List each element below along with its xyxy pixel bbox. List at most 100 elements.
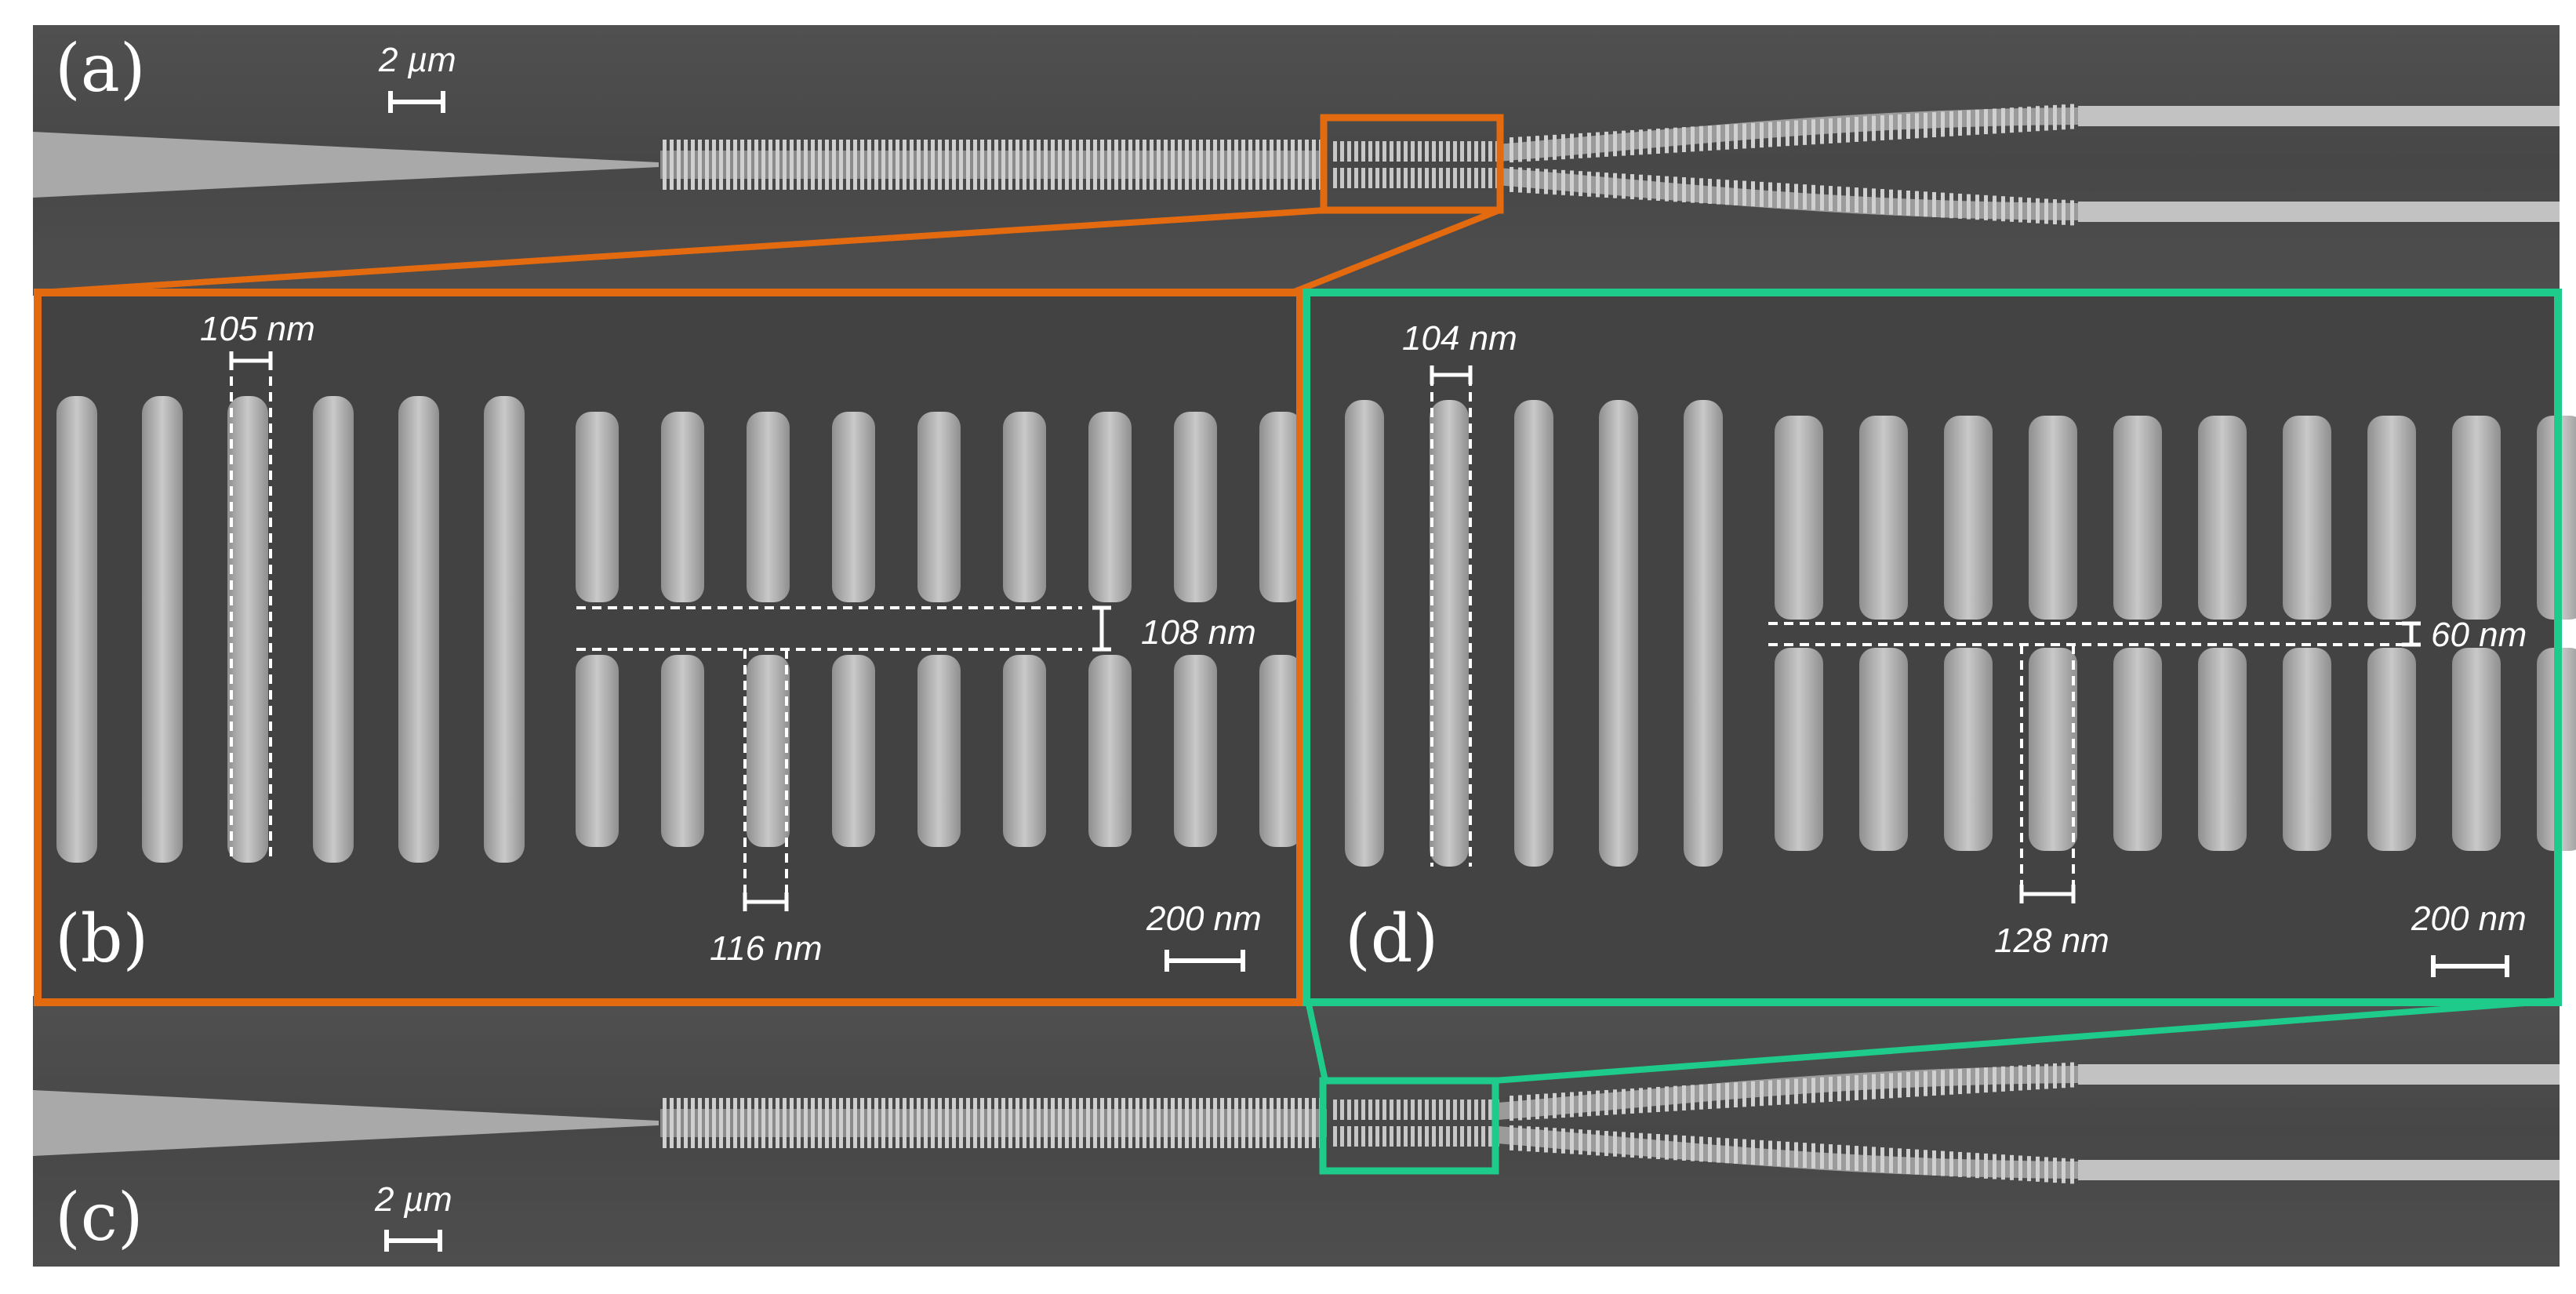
panel-d-lower-bar [1775, 648, 1823, 851]
panel-c-branch-tooth [1648, 1133, 1651, 1159]
panel-c-branch-tooth [1760, 1140, 1764, 1165]
panel-d-lower-bar [2198, 648, 2247, 851]
panel-c-branch-tooth [1794, 1078, 1798, 1104]
panel-label-a: (a) [55, 30, 146, 107]
panel-b-background [38, 293, 1296, 1001]
panel-a-branch-tooth [1846, 187, 1850, 213]
panel-a-branch-tooth [1855, 187, 1858, 213]
panel-c-branch-tooth [1794, 1142, 1798, 1168]
panel-c-grating-tooth [691, 1098, 695, 1148]
panel-c-branch-tooth [1665, 1086, 1669, 1112]
panel-b-upper-bar [1259, 412, 1303, 602]
panel-a-branch-tooth [2044, 105, 2048, 131]
panel-a-branch-tooth [1975, 194, 1979, 220]
panel-a-slot-tooth [1446, 168, 1450, 188]
panel-c-branch-tooth [1742, 1139, 1746, 1165]
panel-d-full-bar [1514, 400, 1553, 867]
measure-label-d-width: 104 nm [1402, 319, 1517, 358]
panel-c-branch-tooth [1682, 1135, 1686, 1161]
panel-c-grating-tooth [1192, 1098, 1196, 1148]
panel-b-full-bar [398, 396, 439, 863]
panel-c-grating-tooth [712, 1098, 716, 1148]
panel-c-branch-tooth [1958, 1151, 1962, 1177]
panel-c-branch-tooth [1518, 1095, 1522, 1121]
panel-a-slot-tooth [1481, 141, 1485, 162]
scale-bars [384, 91, 2509, 1252]
panel-d-upper-bar [2113, 416, 2162, 620]
panel-c-branch-tooth [1527, 1126, 1531, 1152]
panel-a-branch-tooth [1941, 111, 1945, 137]
panel-c-grating-tooth [1001, 1098, 1005, 1148]
panel-a-grating-tooth [712, 140, 716, 190]
panel-a-branch-tooth [1673, 127, 1677, 153]
panel-c-branch-tooth [2053, 1158, 2057, 1183]
panel-a-branch-tooth [1708, 178, 1712, 204]
panel-c-branch-tooth [1639, 1088, 1643, 1114]
panel-a-grating-tooth [1072, 140, 1076, 190]
panel-a-branch-tooth [1622, 173, 1626, 199]
panel-c-grating-tooth [1164, 1098, 1168, 1148]
panel-c-branch-tooth [1811, 1078, 1815, 1103]
panel-c-branch-tooth [1855, 1146, 1858, 1172]
panel-a-branch-tooth [1889, 114, 1893, 140]
panel-a-branch-tooth [1898, 190, 1902, 216]
panel-c-branch-tooth [1984, 1067, 1988, 1093]
panel-c-grating-tooth [1023, 1098, 1026, 1148]
panel-b-lower-bar [917, 655, 961, 847]
panel-c-grating-tooth [1277, 1098, 1281, 1148]
panel-c-slot-tooth [1404, 1126, 1408, 1147]
panel-a-grating-tooth [1023, 140, 1026, 190]
panel-c-branch-tooth [2018, 1065, 2022, 1091]
panel-a-branch-tooth [1837, 118, 1841, 144]
panel-c-branch-tooth [1924, 1070, 1927, 1096]
panel-a-grating-tooth [1114, 140, 1118, 190]
panel-a-slot-tooth [1390, 168, 1393, 188]
panel-c-branch-tooth [2044, 1157, 2048, 1183]
panel-a-branch-tooth [1553, 169, 1557, 195]
panel-c-branch-tooth [1984, 1153, 1988, 1179]
panel-a-branch-tooth [1811, 184, 1815, 210]
panel-b-upper-bar [917, 412, 961, 602]
panel-c-branch-tooth [1699, 1136, 1703, 1162]
panel-a-branch-tooth [1941, 192, 1945, 218]
panel-c-branch-tooth [2062, 1063, 2066, 1089]
panel-c-slot-tooth [1347, 1100, 1351, 1120]
panel-a-slot-tooth [1340, 168, 1344, 188]
panel-c-branch-tooth [2027, 1156, 2031, 1182]
panel-a-grating-tooth [1086, 140, 1090, 190]
panel-a-grating-tooth [1135, 140, 1139, 190]
panel-c-slot-tooth [1404, 1100, 1408, 1120]
panel-c-branch-tooth [1846, 1075, 1850, 1101]
panel-a-slot-tooth [1340, 141, 1344, 162]
panel-a-grating-tooth [1164, 140, 1168, 190]
panel-a-grating-tooth [1107, 140, 1111, 190]
panel-a-branch-tooth [1794, 184, 1798, 209]
panel-c-slot-tooth [1411, 1100, 1415, 1120]
panel-c-branch-tooth [1725, 1138, 1729, 1164]
panel-c-branch-tooth [1924, 1150, 1927, 1176]
panel-c-grating-tooth [1016, 1098, 1019, 1148]
panel-c-branch-tooth [2018, 1155, 2022, 1181]
panel-c-slot-tooth [1333, 1100, 1337, 1120]
panel-a-branch-tooth [1639, 129, 1643, 155]
panel-c-branch-tooth [1803, 1143, 1807, 1169]
panel-c-branch-tooth [1587, 1091, 1591, 1117]
panel-a-branch-tooth [2010, 107, 2014, 133]
panel-c-branch-tooth [1742, 1081, 1746, 1107]
panel-c-grating-tooth [768, 1098, 772, 1148]
panel-a-output-lower [2078, 202, 2560, 222]
panel-a-grating-tooth [804, 140, 808, 190]
panel-a-branch-tooth [2001, 107, 2005, 133]
panel-c-slot-tooth [1432, 1126, 1436, 1147]
panel-a-grating-tooth [1298, 140, 1302, 190]
panel-c-grating-tooth [1114, 1098, 1118, 1148]
panel-a-slot-tooth [1411, 168, 1415, 188]
panel-b-lower-bar [747, 655, 790, 847]
panel-a-grating-tooth [1277, 140, 1281, 190]
panel-c-branch-tooth [1820, 1143, 1824, 1169]
panel-a-grating-tooth [945, 140, 949, 190]
panel-c-slot-tooth [1382, 1100, 1386, 1120]
panel-b-upper-bar [747, 412, 790, 602]
panel-a-slot-tooth [1460, 141, 1464, 162]
panel-c-branch-tooth [1682, 1085, 1686, 1111]
